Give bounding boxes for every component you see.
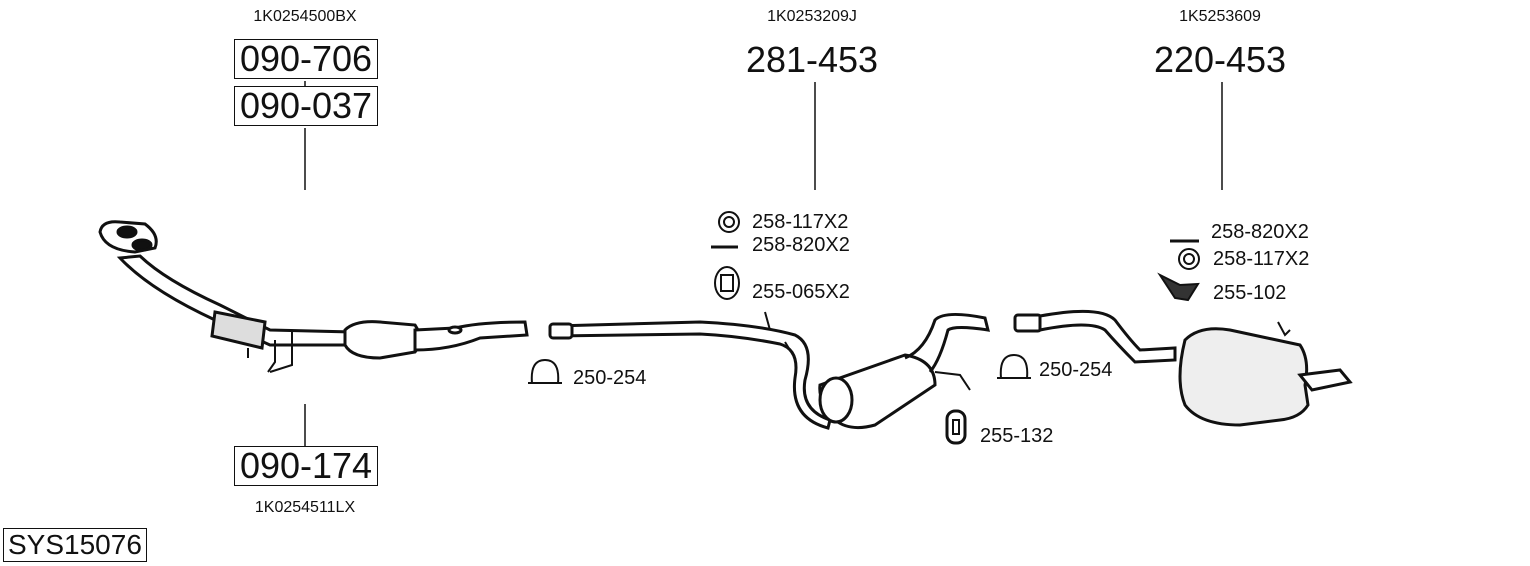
oe-number-catalyst: 1K0254511LX bbox=[254, 499, 356, 516]
front-pipe-catalyst-drawing bbox=[98, 220, 529, 373]
middle-silencer-drawing bbox=[548, 311, 991, 430]
rubber-hanger-icon bbox=[945, 409, 967, 445]
accessory-label[interactable]: 258-117X2 bbox=[752, 211, 849, 233]
accessory-label[interactable]: 258-820X2 bbox=[1211, 221, 1309, 243]
part-number-box[interactable]: 090-706 bbox=[234, 39, 378, 79]
rubber-hanger-icon bbox=[714, 266, 740, 300]
part-number-box[interactable]: 090-037 bbox=[234, 86, 378, 126]
accessory-label[interactable]: 250-254 bbox=[1039, 359, 1113, 381]
rear-silencer-drawing bbox=[1013, 309, 1353, 427]
pipe-clamp-icon bbox=[528, 358, 562, 384]
bracket-icon bbox=[1157, 272, 1200, 302]
oe-number-front-pipe: 1K0254500BX bbox=[253, 8, 357, 25]
oe-number-rear-silencer: 1K5253609 bbox=[1179, 8, 1261, 25]
gasket-ring-icon bbox=[1178, 248, 1200, 270]
pipe-clamp-icon bbox=[997, 353, 1031, 379]
system-code-box: SYS15076 bbox=[3, 528, 147, 562]
part-number-box[interactable]: 090-174 bbox=[234, 446, 378, 486]
oe-number-middle-silencer: 1K0253209J bbox=[767, 8, 857, 25]
accessory-label[interactable]: 258-820X2 bbox=[752, 234, 850, 256]
accessory-label[interactable]: 255-065X2 bbox=[752, 281, 850, 303]
part-number-rear-silencer[interactable]: 220-453 bbox=[1153, 39, 1287, 80]
accessory-label[interactable]: 255-102 bbox=[1213, 282, 1287, 304]
part-number-middle-silencer[interactable]: 281-453 bbox=[745, 39, 879, 80]
accessory-label[interactable]: 250-254 bbox=[573, 367, 647, 389]
accessory-label[interactable]: 255-132 bbox=[980, 425, 1054, 447]
gasket-ring-icon bbox=[718, 211, 740, 233]
accessory-label[interactable]: 258-117X2 bbox=[1213, 248, 1310, 270]
